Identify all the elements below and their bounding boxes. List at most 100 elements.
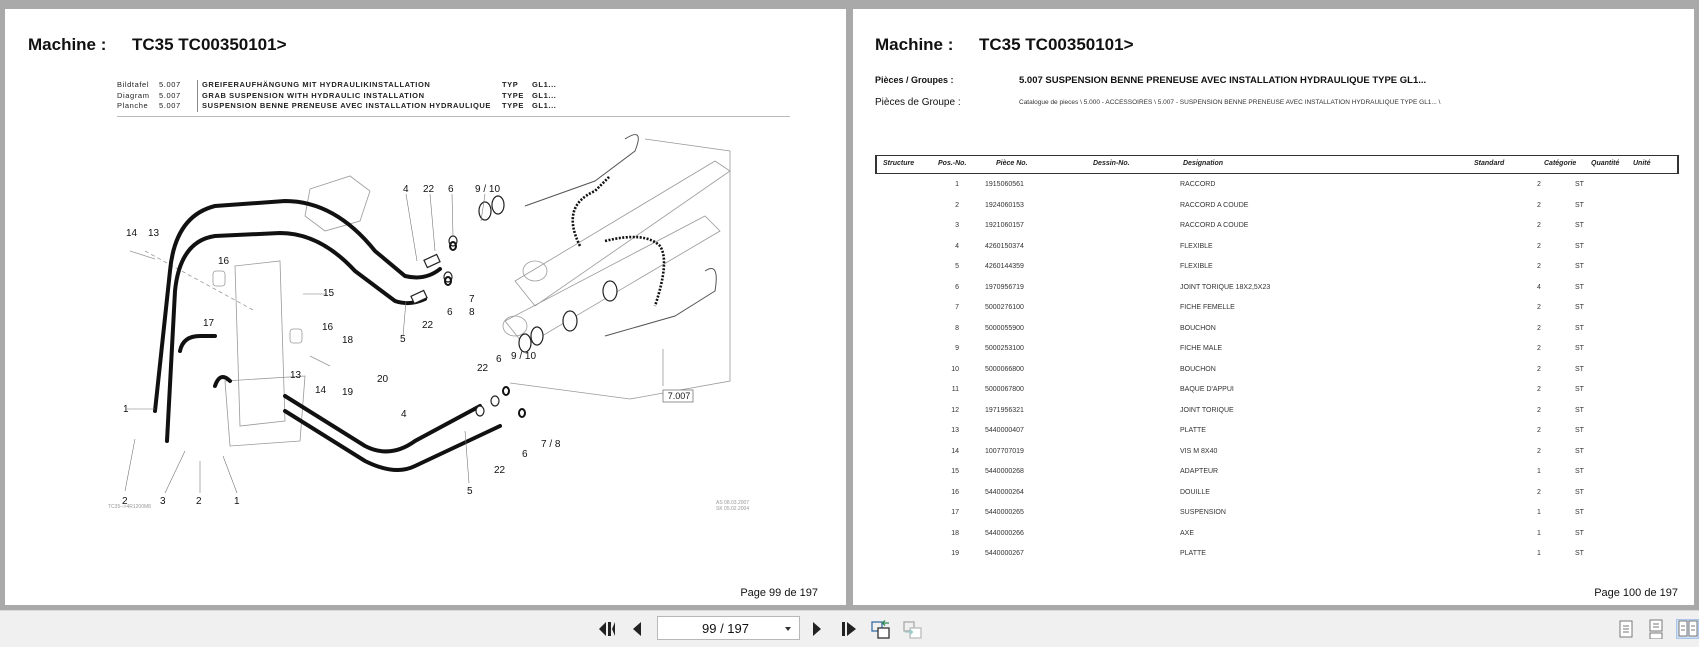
designation-cell: FICHE MALE: [1180, 345, 1223, 352]
designation-cell: RACCORD A COUDE: [1180, 222, 1249, 229]
pos-cell: 12: [951, 406, 959, 414]
chevron-down-icon: [785, 627, 791, 631]
unit-cell: ST: [1575, 201, 1584, 209]
page-number-right: Page 100 de 197: [1594, 587, 1678, 599]
svg-text:8: 8: [469, 307, 475, 318]
designation-cell: FLEXIBLE: [1180, 263, 1213, 270]
pos-cell: 10: [951, 365, 959, 373]
col-categorie: Catégorie: [1544, 160, 1577, 167]
quantity-cell: 2: [1537, 386, 1541, 393]
svg-text:16: 16: [218, 256, 230, 267]
unit-cell: ST: [1575, 222, 1584, 229]
quantity-cell: 1: [1537, 509, 1541, 516]
unit-cell: ST: [1575, 468, 1584, 475]
groups-label: Pièces / Groupes :: [875, 75, 954, 85]
previous-view-button[interactable]: [870, 619, 892, 639]
last-page-button[interactable]: [838, 619, 860, 639]
left-page: Machine : TC35 TC00350101> Bildtafel 5.0…: [5, 9, 846, 605]
piece-number-cell: 5000066800: [985, 365, 1024, 373]
svg-text:19: 19: [342, 387, 354, 398]
first-page-icon: [599, 622, 615, 636]
piece-number-cell: 5000055900: [985, 324, 1024, 332]
svg-text:22: 22: [423, 184, 435, 195]
pos-cell: 18: [951, 529, 959, 537]
designation-cell: ADAPTEUR: [1180, 468, 1219, 475]
right-page: Machine : TC35 TC00350101> Pièces / Grou…: [853, 9, 1694, 605]
single-page-view-button[interactable]: [1615, 619, 1637, 639]
piece-number-cell: 1007707019: [985, 447, 1024, 455]
drawing-code: TC35-->4R1200M8: [108, 504, 151, 510]
quantity-cell: 2: [1537, 263, 1541, 270]
plate-number: 5.007: [159, 90, 198, 101]
quantity-cell: 2: [1537, 345, 1541, 352]
svg-text:20: 20: [377, 374, 389, 385]
unit-cell: ST: [1575, 529, 1584, 537]
svg-text:9 / 10: 9 / 10: [475, 184, 500, 195]
unit-cell: ST: [1575, 324, 1584, 332]
unit-cell: ST: [1575, 406, 1584, 414]
pos-cell: 15: [951, 468, 959, 475]
pos-cell: 14: [951, 447, 959, 455]
plate-type-value: GL1...: [532, 101, 557, 110]
quantity-cell: 2: [1537, 304, 1541, 311]
svg-text:7 / 8: 7 / 8: [541, 439, 561, 450]
quantity-cell: 2: [1537, 447, 1541, 455]
facing-pages-view-button[interactable]: [1676, 619, 1699, 639]
plate-row: Diagram 5.007 GRAB SUSPENSION WITH HYDRA…: [117, 90, 572, 101]
designation-cell: BOUCHON: [1180, 324, 1216, 332]
designation-cell: RACCORD A COUDE: [1180, 201, 1249, 209]
previous-page-button[interactable]: [626, 619, 648, 639]
plate-label: Diagram: [117, 90, 150, 100]
next-page-icon: [813, 622, 821, 636]
pos-cell: 16: [951, 488, 959, 496]
unit-cell: ST: [1575, 304, 1584, 311]
designation-cell: BOUCHON: [1180, 365, 1216, 373]
header-divider: [117, 116, 790, 117]
col-piece: Pièce No.: [996, 160, 1028, 167]
svg-text:6: 6: [447, 307, 453, 318]
designation-cell: FLEXIBLE: [1180, 242, 1213, 250]
col-structure: Structure: [883, 160, 915, 167]
designation-cell: PLATTE: [1180, 550, 1206, 557]
designation-cell: JOINT TORIQUE 18X2,5X23: [1180, 283, 1271, 291]
piece-number-cell: 5000067800: [985, 386, 1024, 393]
pos-cell: 6: [955, 283, 959, 291]
svg-text:17: 17: [203, 318, 215, 329]
plate-row: Bildtafel 5.007 GREIFERAUFHÄNGUNG MIT HY…: [117, 80, 572, 91]
first-page-button[interactable]: [596, 619, 618, 639]
svg-text:6: 6: [496, 354, 502, 365]
svg-text:14: 14: [315, 385, 327, 396]
continuous-view-button[interactable]: [1645, 619, 1667, 639]
svg-text:5: 5: [467, 486, 473, 497]
col-unite: Unité: [1633, 160, 1651, 167]
pos-cell: 17: [951, 509, 959, 516]
page-number-select[interactable]: 99 / 197: [657, 616, 800, 640]
next-page-button[interactable]: [806, 619, 828, 639]
page-number-left: Page 99 de 197: [740, 587, 818, 599]
next-view-button[interactable]: [902, 619, 924, 639]
pos-cell: 13: [951, 427, 959, 434]
pos-cell: 3: [955, 222, 959, 229]
plate-title: GREIFERAUFHÄNGUNG MIT HYDRAULIKINSTALLAT…: [202, 80, 431, 89]
designation-cell: VIS M 8X40: [1180, 447, 1218, 455]
pos-cell: 19: [951, 550, 959, 557]
quantity-cell: 2: [1537, 427, 1541, 434]
svg-text:22: 22: [477, 363, 489, 374]
svg-text:1: 1: [123, 404, 129, 415]
plate-title: GRAB SUSPENSION WITH HYDRAULIC INSTALLAT…: [202, 90, 425, 100]
piece-number-cell: 4260150374: [985, 242, 1024, 250]
plate-header: Bildtafel 5.007 GREIFERAUFHÄNGUNG MIT HY…: [117, 80, 572, 112]
svg-text:16: 16: [322, 322, 334, 333]
group-parts-label: Pièces de Groupe :: [875, 97, 961, 108]
piece-number-cell: 5000276100: [985, 304, 1024, 311]
pos-cell: 1: [955, 181, 959, 188]
